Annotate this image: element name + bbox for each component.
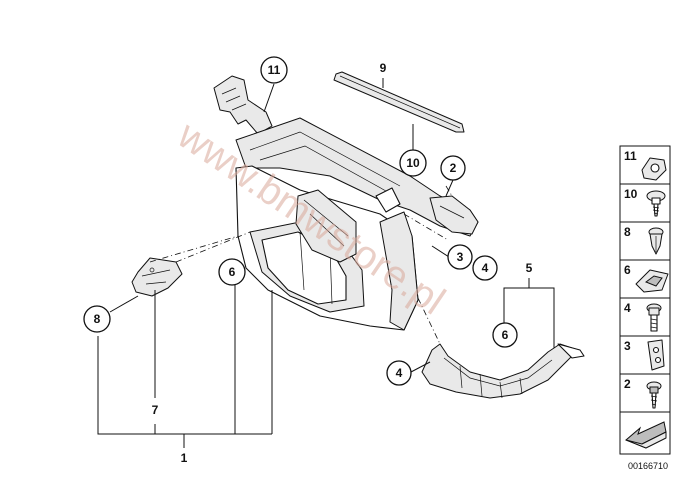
callout-9: 9 [380, 61, 387, 75]
support-bracket [131, 257, 183, 297]
sealing-strip [333, 71, 465, 133]
leader-lines [97, 78, 555, 448]
svg-text:7: 7 [152, 403, 159, 417]
svg-text:1: 1 [181, 451, 188, 465]
svg-text:4: 4 [396, 366, 403, 380]
svg-text:10: 10 [406, 156, 420, 170]
svg-text:4: 4 [624, 301, 631, 315]
callout-8: 8 [83, 305, 111, 333]
callout-3: 3 [447, 244, 473, 270]
svg-text:8: 8 [624, 225, 631, 239]
air-duct [421, 343, 585, 399]
assembly-lines [149, 185, 453, 345]
legend-item-2: 2 [619, 373, 671, 413]
bracket-plate-icon [647, 339, 665, 371]
svg-text:8: 8 [94, 312, 101, 326]
legend-item-6: 6 [619, 259, 671, 299]
callout-5: 5 [526, 261, 533, 275]
callout-6b: 6 [492, 322, 518, 348]
legend-item-4: 4 [619, 297, 671, 337]
callout-7: 7 [152, 403, 159, 417]
svg-text:3: 3 [457, 250, 464, 264]
legend-item-11: 11 [619, 145, 671, 185]
svg-text:2: 2 [450, 161, 457, 175]
svg-text:6: 6 [229, 265, 236, 279]
legend-item-10: 10 [619, 183, 671, 223]
diagram-id: 00166710 [628, 461, 668, 471]
flange-screw-icon [646, 190, 666, 217]
svg-text:11: 11 [268, 63, 281, 77]
fastener-legend: 11 10 8 [619, 145, 671, 455]
svg-text:5: 5 [526, 261, 533, 275]
washer-screw-icon [646, 381, 662, 409]
svg-text:11: 11 [624, 149, 637, 163]
expanding-rivet-icon [648, 227, 664, 255]
legend-arrow-cell [619, 411, 671, 455]
callout-4b: 4 [386, 360, 412, 386]
svg-text:10: 10 [624, 187, 638, 201]
svg-text:6: 6 [624, 263, 631, 277]
spring-nut-icon [635, 269, 669, 293]
legend-item-3: 3 [619, 335, 671, 375]
callout-4a: 4 [472, 255, 498, 281]
callout-2: 2 [440, 155, 466, 181]
callout-6a: 6 [218, 258, 246, 286]
svg-text:6: 6 [502, 328, 509, 342]
svg-text:4: 4 [482, 261, 489, 275]
legend-item-8: 8 [619, 221, 671, 261]
clip-nut-icon [641, 157, 667, 181]
callout-10: 10 [399, 149, 427, 177]
svg-text:2: 2 [624, 377, 631, 391]
direction-arrow-icon [625, 421, 667, 449]
callout-1: 1 [181, 451, 188, 465]
svg-text:3: 3 [624, 339, 631, 353]
front-panel-carrier [213, 75, 479, 331]
callout-11: 11 [260, 56, 288, 84]
svg-text:9: 9 [380, 61, 387, 75]
hex-bolt-icon [646, 303, 662, 332]
